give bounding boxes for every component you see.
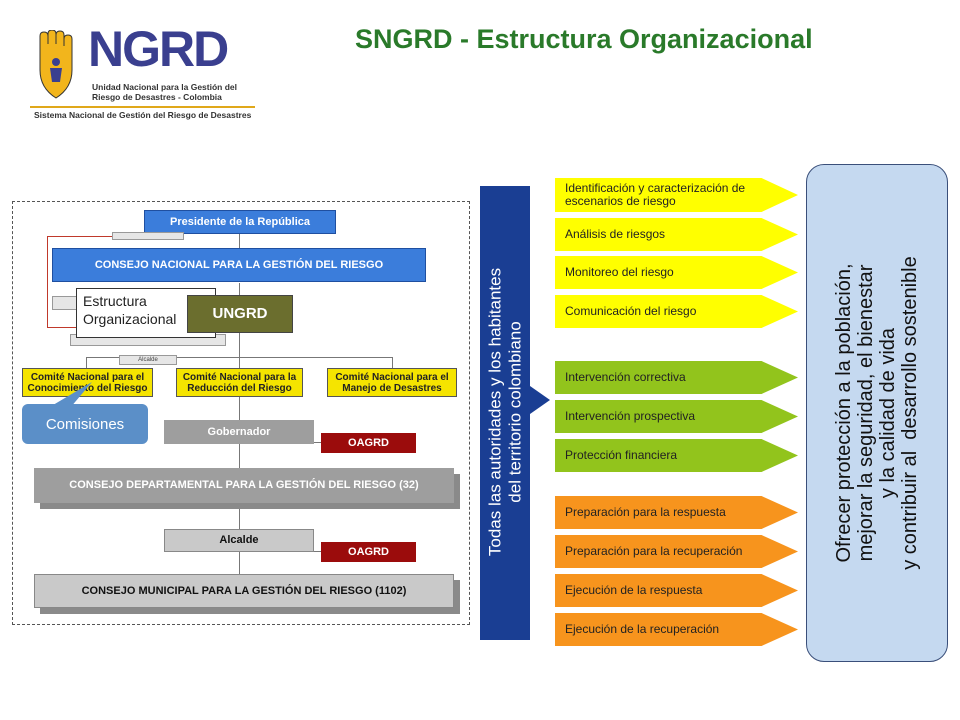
goal-line-2: mejorar la seguridad, el bienestar [855, 264, 877, 562]
process-manejo-3: Ejecución de la respuesta [555, 574, 798, 607]
authorities-label: Todas las autoridades y los habitantes d… [485, 202, 524, 622]
connector-line [239, 234, 240, 250]
process-manejo-1: Preparación para la respuesta [555, 496, 798, 529]
ngrd-logo: NGRD Unidad Nacional para la Gestión del… [30, 21, 258, 128]
oagrd-box-1: OAGRD [321, 433, 416, 453]
logo-line-1: Unidad Nacional para la Gestión del [92, 82, 238, 92]
comite-conocimiento-box: Comité Nacional para el Conocimiento del… [22, 368, 153, 397]
process-conocimiento-2: Análisis de riesgos [555, 218, 798, 251]
authorities-bar [480, 186, 530, 640]
process-conocimiento-1: Identificación y caracterización de esce… [555, 178, 798, 212]
connector-line [239, 552, 240, 574]
process-conocimiento-4: Comunicación del riesgo [555, 295, 798, 328]
process-reduccion-3: Protección financiera [555, 439, 798, 472]
comisiones-pointer [48, 382, 92, 408]
connector-line [86, 357, 87, 369]
logo-divider [30, 106, 255, 108]
logo-system-name: Sistema Nacional de Gestión del Riesgo d… [34, 110, 252, 120]
process-conocimiento-3: Monitoreo del riesgo [555, 256, 798, 289]
connector-line [392, 357, 393, 369]
red-connector [47, 236, 147, 237]
comite-reduccion-box: Comité Nacional para la Reducción del Ri… [176, 368, 303, 397]
alcalde-box: Alcalde [164, 529, 314, 552]
logo-acronym: NGRD [88, 21, 229, 77]
connector-line [239, 397, 240, 421]
connector-line [239, 443, 240, 468]
page-title: SNGRD - Estructura Organizacional [355, 24, 813, 54]
authorities-label-line-2: del territorio colombiano [505, 321, 524, 503]
oagrd-box-2: OAGRD [321, 542, 416, 562]
president-box: Presidente de la República [144, 210, 336, 234]
goal-text: Ofrecer protección a la población, mejor… [833, 178, 921, 648]
hand-shield-emblem-icon [39, 30, 73, 99]
red-connector [47, 327, 77, 328]
authorities-arrow [530, 386, 550, 414]
goal-line-4: y contribuir al desarrollo sostenible [899, 256, 921, 570]
alcalde-tiny-box: Alcalde [119, 355, 177, 365]
ungrd-box: UNGRD [187, 295, 293, 333]
consejo-departamental-box: CONSEJO DEPARTAMENTAL PARA LA GESTIÓN DE… [34, 468, 454, 503]
process-manejo-4: Ejecución de la recuperación [555, 613, 798, 646]
org-chart-frame [12, 201, 470, 625]
process-manejo-2: Preparación para la recuperación [555, 535, 798, 568]
authorities-label-line-1: Todas las autoridades y los habitantes [485, 267, 505, 557]
gobernador-box: Gobernador [164, 420, 314, 444]
red-connector [47, 236, 48, 328]
comisiones-bubble: Comisiones [22, 404, 148, 444]
goal-box [806, 164, 948, 662]
consejo-municipal-box: CONSEJO MUNICIPAL PARA LA GESTIÓN DEL RI… [34, 574, 454, 608]
process-reduccion-1: Intervención correctiva [555, 361, 798, 394]
goal-line-1: Ofrecer protección a la población, [833, 263, 855, 563]
goal-line-3: y la calidad de vida [877, 327, 899, 499]
tiny-label-box [112, 232, 184, 240]
comite-manejo-box: Comité Nacional para el Manejo de Desast… [327, 368, 457, 397]
process-reduccion-2: Intervención prospectiva [555, 400, 798, 433]
consejo-nacional-box: CONSEJO NACIONAL PARA LA GESTIÓN DEL RIE… [52, 248, 426, 282]
logo-line-2: Riesgo de Desastres - Colombia [92, 92, 222, 102]
connector-line [86, 357, 392, 358]
connector-line [239, 503, 240, 529]
